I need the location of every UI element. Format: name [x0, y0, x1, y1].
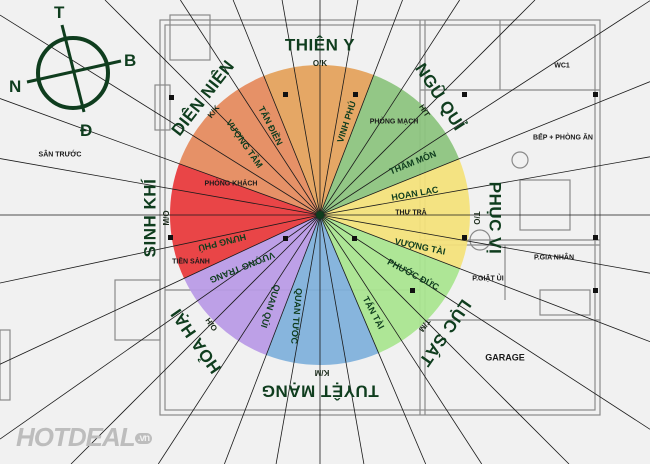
compass-north-label: T [54, 3, 65, 22]
direction-ray [157, 214, 321, 464]
watermark-tld: .vn [134, 433, 153, 445]
thien-y-code: O/K [312, 59, 328, 68]
direction-ray [70, 214, 321, 464]
direction-ray [0, 214, 321, 365]
sector-hoa-hai [184, 215, 320, 356]
direction-ray [0, 214, 321, 284]
direction-ray [319, 0, 460, 216]
direction-ray [104, 0, 321, 216]
sector-sinh-khi [170, 163, 320, 279]
direction-ray [319, 214, 570, 464]
tuyet-mang-label: TUYỆT MẠNG [261, 381, 379, 401]
direction-ray [180, 0, 321, 216]
direction-ray [224, 214, 321, 464]
direction-ray [319, 214, 427, 464]
room-wc1: WC1 [554, 62, 570, 70]
hotdeal-watermark: HOTDEAL.vn [16, 422, 153, 452]
direction-ray [319, 0, 650, 216]
compass-rose [26, 24, 122, 113]
room-p-giat-ui: P.GIẶT ỦI [472, 275, 504, 283]
direction-ray [281, 0, 321, 216]
watermark-brand: HOTDEAL [16, 422, 136, 452]
direction-ray [0, 98, 321, 216]
sinh-khi-code: M/O [162, 210, 171, 226]
room-phong-khach: PHÒNG KHÁCH [204, 180, 258, 188]
tuyet-mang-code: K/M [314, 368, 330, 377]
direction-ray [319, 81, 650, 216]
direction-ray [319, 0, 536, 216]
direction-ray [319, 214, 365, 464]
direction-ray [0, 158, 321, 216]
sector-phuc-vi [320, 158, 470, 269]
room-thu-tra: THƯ TRÀ [395, 209, 427, 217]
column-markers [168, 92, 598, 293]
compass-south-label: Đ [80, 121, 93, 140]
direction-ray [319, 156, 650, 216]
direction-ray [319, 214, 650, 343]
direction-ray [232, 0, 321, 216]
room-phong-mach: PHÒNG MẠCH [369, 118, 419, 126]
sinh-khi-label: SINH KHÍ [140, 178, 160, 258]
room-tien-sanh: TIỀN SẢNH [172, 258, 210, 266]
direction-ray [0, 214, 321, 440]
sector-tuyet-mang [266, 215, 379, 366]
room-bep-phong-an: BẾP + PHÒNG ĂN [533, 134, 593, 142]
compass-east-label: B [124, 51, 137, 70]
direction-ray [319, 214, 650, 430]
direction-ray [0, 14, 321, 216]
direction-ray [275, 214, 321, 464]
sector-thien-y [263, 65, 374, 216]
compass-west-label: N [9, 77, 22, 96]
center-point [316, 211, 324, 219]
direction-ray [319, 214, 483, 464]
room-p-gia-nhan: P.GIA NHÂN [533, 254, 575, 262]
direction-ray [319, 0, 359, 216]
phuc-vi-label: PHỤC VỊ [485, 181, 505, 255]
room-garage: GARAGE [485, 352, 525, 363]
thien-y-label: THIÊN Y [284, 35, 356, 55]
direction-ray [319, 214, 650, 274]
room-san-truoc: SÂN TRƯỚC [38, 151, 82, 159]
direction-ray [319, 0, 403, 216]
phuc-vi-code: T/O [472, 211, 481, 225]
